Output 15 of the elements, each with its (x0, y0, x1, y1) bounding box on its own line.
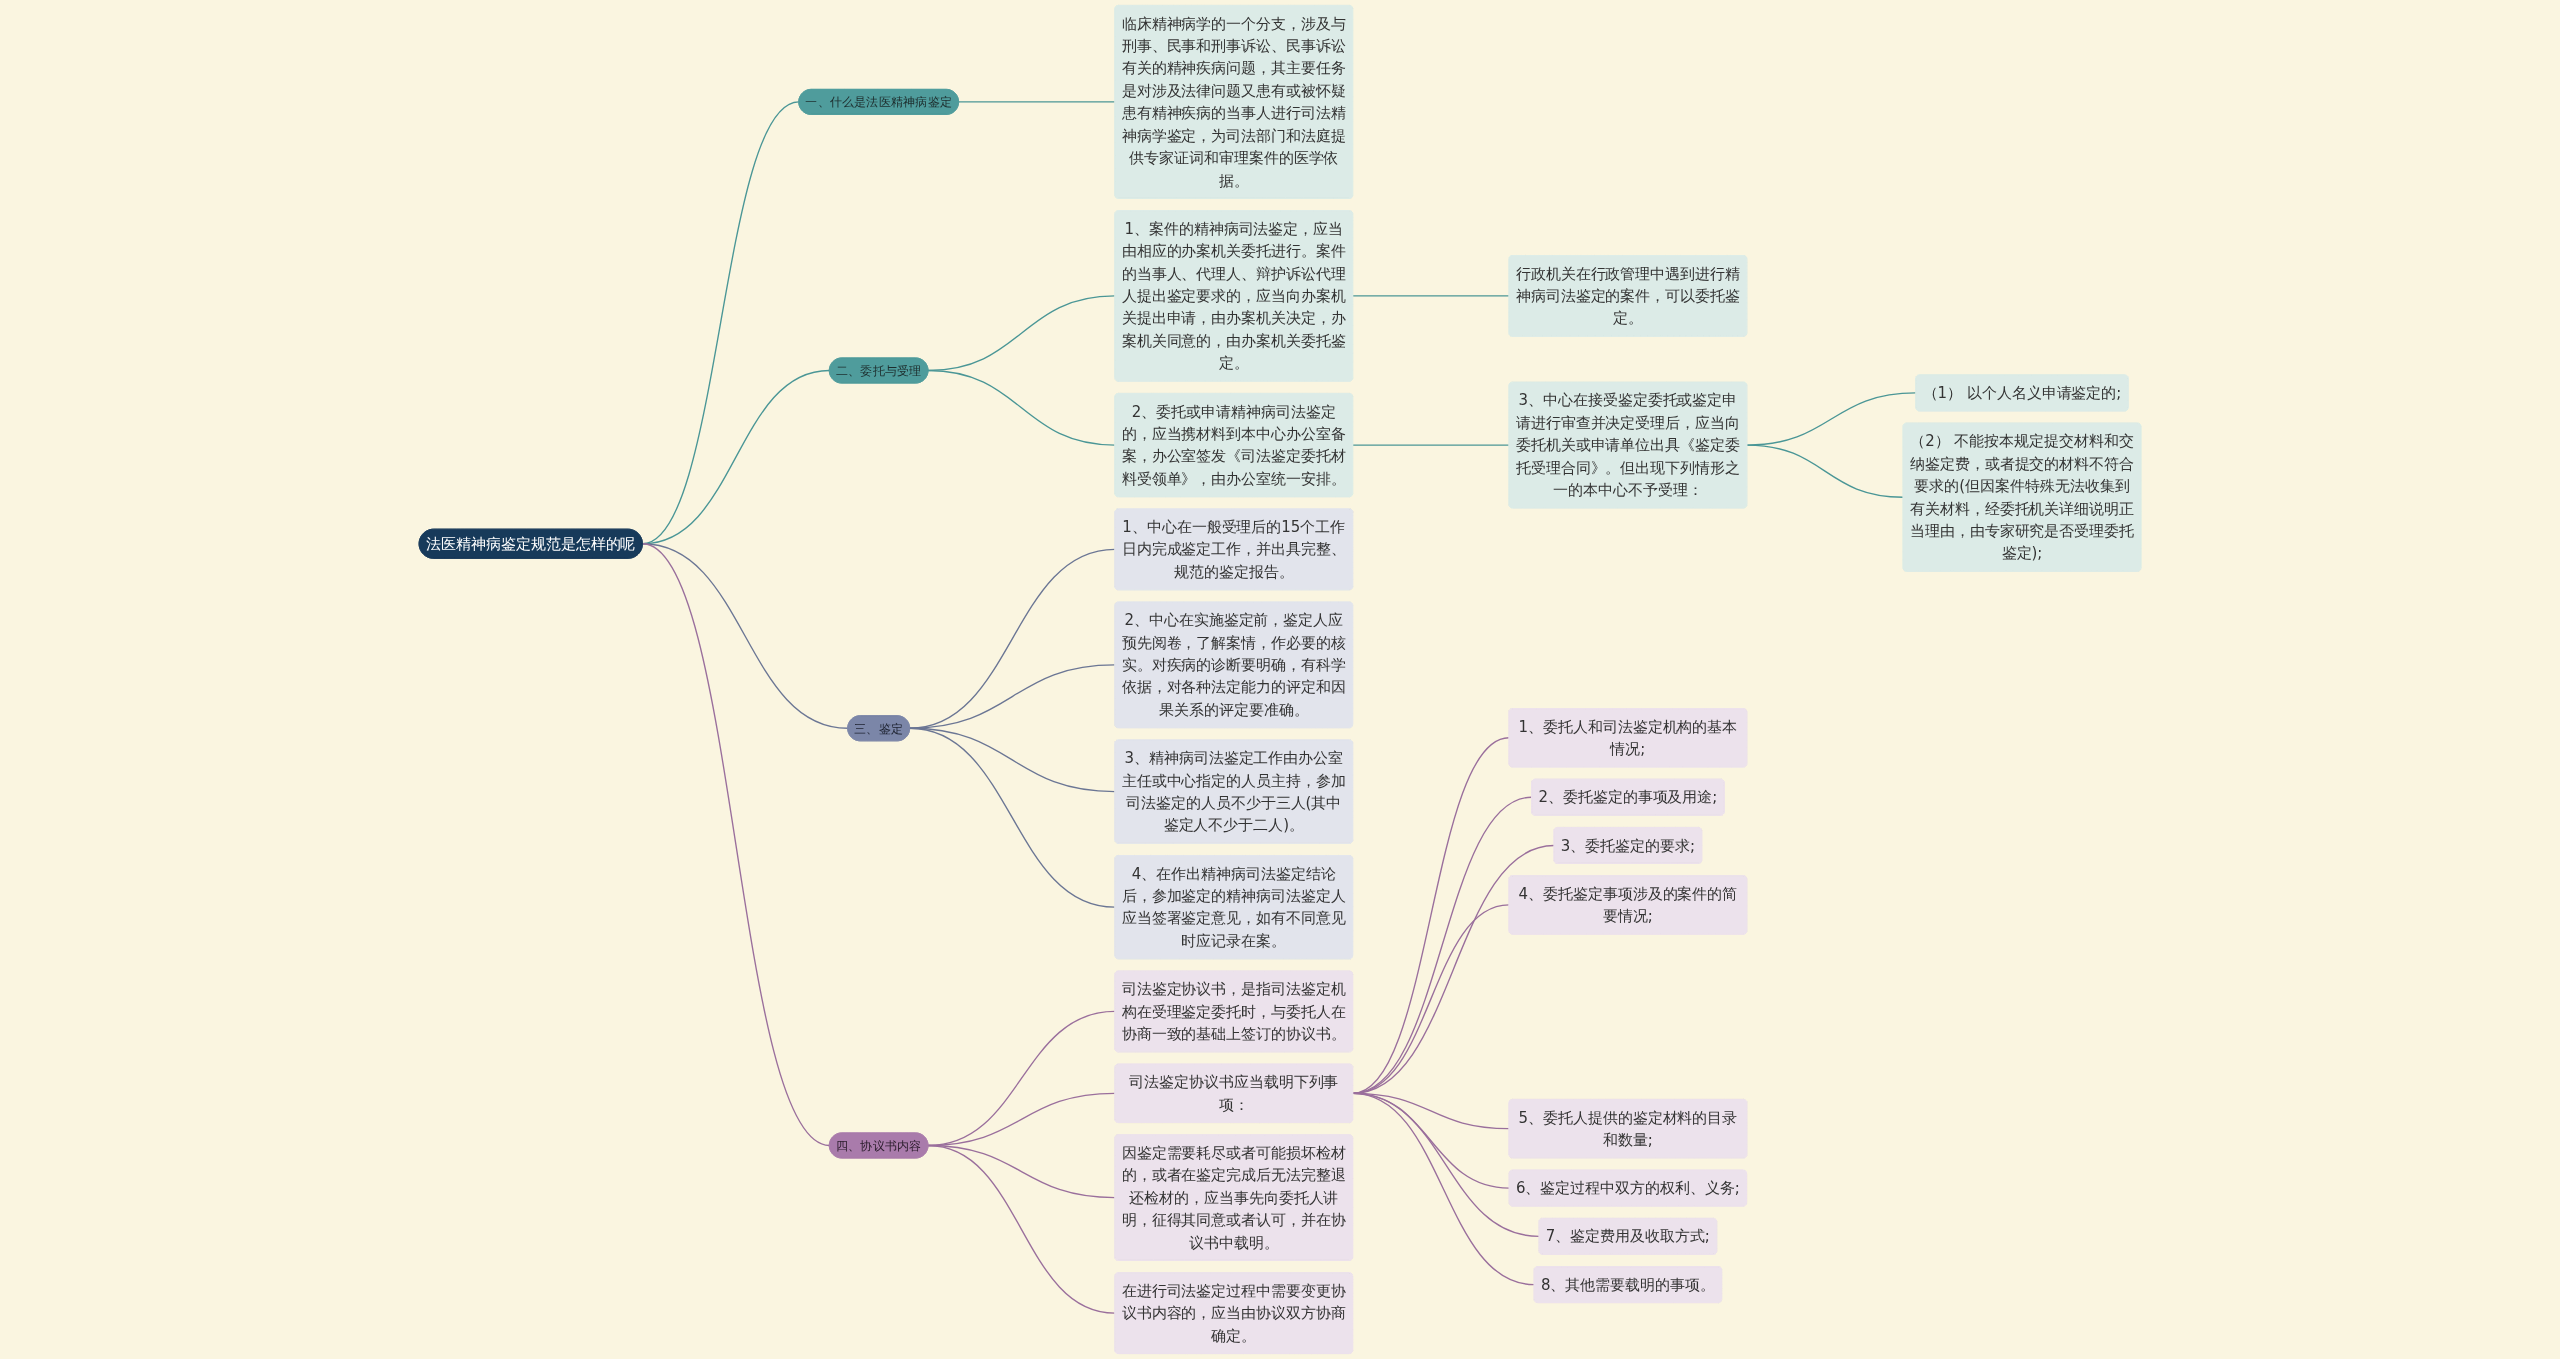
connector (1352, 737, 1510, 1094)
connector (927, 1144, 1116, 1314)
connector (1746, 444, 1904, 498)
connector (1352, 796, 1533, 1094)
connector (957, 101, 1116, 103)
connector (927, 369, 1116, 446)
connector (641, 543, 830, 1147)
connector (1352, 904, 1510, 1094)
connector (1352, 1092, 1535, 1286)
connector (909, 664, 1116, 729)
connector (909, 548, 1116, 729)
connector (909, 727, 1116, 908)
connector (1352, 295, 1510, 297)
connector (1352, 444, 1510, 446)
connector (1352, 844, 1555, 1094)
